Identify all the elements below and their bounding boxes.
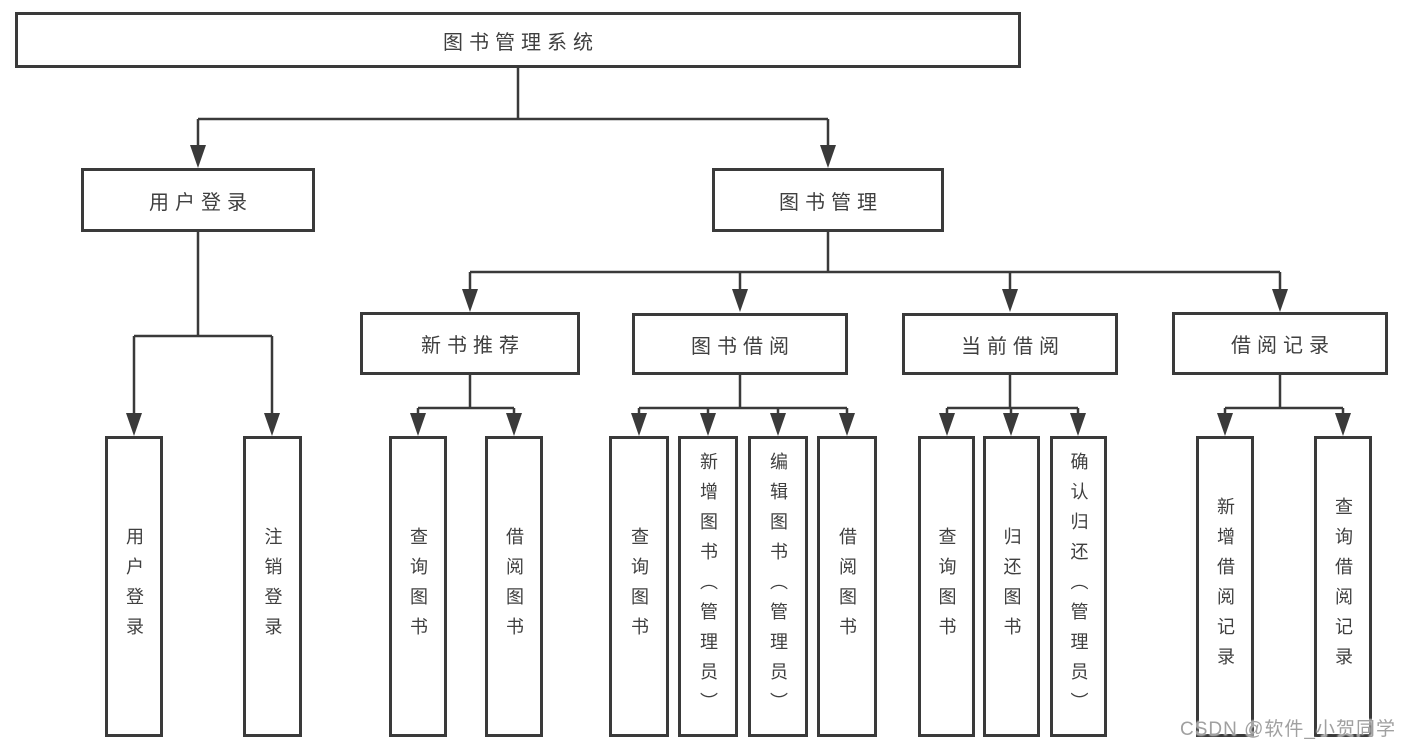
node-label: 查询图书 — [936, 526, 957, 647]
node-leaf-add-borrow-record: 新增借阅记录 — [1196, 436, 1254, 737]
node-label: 借阅图书 — [504, 526, 524, 647]
node-label: 用户登录 — [149, 191, 253, 214]
node-leaf-user-login: 用户登录 — [105, 436, 163, 737]
node-label: 编辑图书（管理员） — [768, 451, 788, 722]
node-label: 新书推荐 — [421, 335, 525, 357]
node-leaf-query-books-recommend: 查询图书 — [389, 436, 447, 737]
arrowheads — [126, 145, 1351, 436]
node-label: 归还图书 — [1001, 526, 1022, 647]
node-label: 用户登录 — [124, 526, 144, 647]
node-leaf-edit-books-admin: 编辑图书（管理员） — [748, 436, 808, 737]
node-label: 查询图书 — [629, 526, 649, 647]
node-label: 查询借阅记录 — [1333, 496, 1353, 677]
node-user-login: 用户登录 — [81, 168, 315, 232]
node-leaf-query-borrow-record: 查询借阅记录 — [1314, 436, 1372, 737]
node-leaf-query-books-borrowing: 查询图书 — [609, 436, 669, 737]
node-label: 图书借阅 — [691, 335, 795, 358]
node-book-management: 图书管理 — [712, 168, 944, 232]
node-root-library-system: 图书管理系统 — [15, 12, 1021, 68]
node-label: 借阅记录 — [1231, 335, 1335, 357]
csdn-watermark: CSDN @软件_小贺同学 — [1180, 719, 1396, 740]
node-label: 新增借阅记录 — [1215, 496, 1235, 677]
node-borrowing-records: 借阅记录 — [1172, 312, 1388, 375]
node-label: 借阅图书 — [837, 526, 857, 647]
node-label: 确认归还（管理员） — [1068, 451, 1089, 722]
node-leaf-confirm-return-admin: 确认归还（管理员） — [1050, 436, 1107, 737]
node-label: 图书管理 — [779, 191, 883, 214]
node-leaf-borrow-books-recommend: 借阅图书 — [485, 436, 543, 737]
node-label: 当前借阅 — [961, 335, 1065, 358]
node-current-borrowing: 当前借阅 — [902, 313, 1118, 375]
node-leaf-query-books-current: 查询图书 — [918, 436, 975, 737]
node-label: 注销登录 — [262, 526, 283, 647]
node-leaf-logout: 注销登录 — [243, 436, 302, 737]
node-leaf-add-books-admin: 新增图书（管理员） — [678, 436, 738, 737]
node-book-borrowing: 图书借阅 — [632, 313, 848, 375]
node-label: 查询图书 — [408, 526, 428, 647]
node-label: 新增图书（管理员） — [698, 451, 718, 722]
node-leaf-return-books: 归还图书 — [983, 436, 1040, 737]
node-leaf-borrow-books: 借阅图书 — [817, 436, 877, 737]
node-new-book-recommend: 新书推荐 — [360, 312, 580, 375]
node-label: 图书管理系统 — [443, 31, 599, 54]
